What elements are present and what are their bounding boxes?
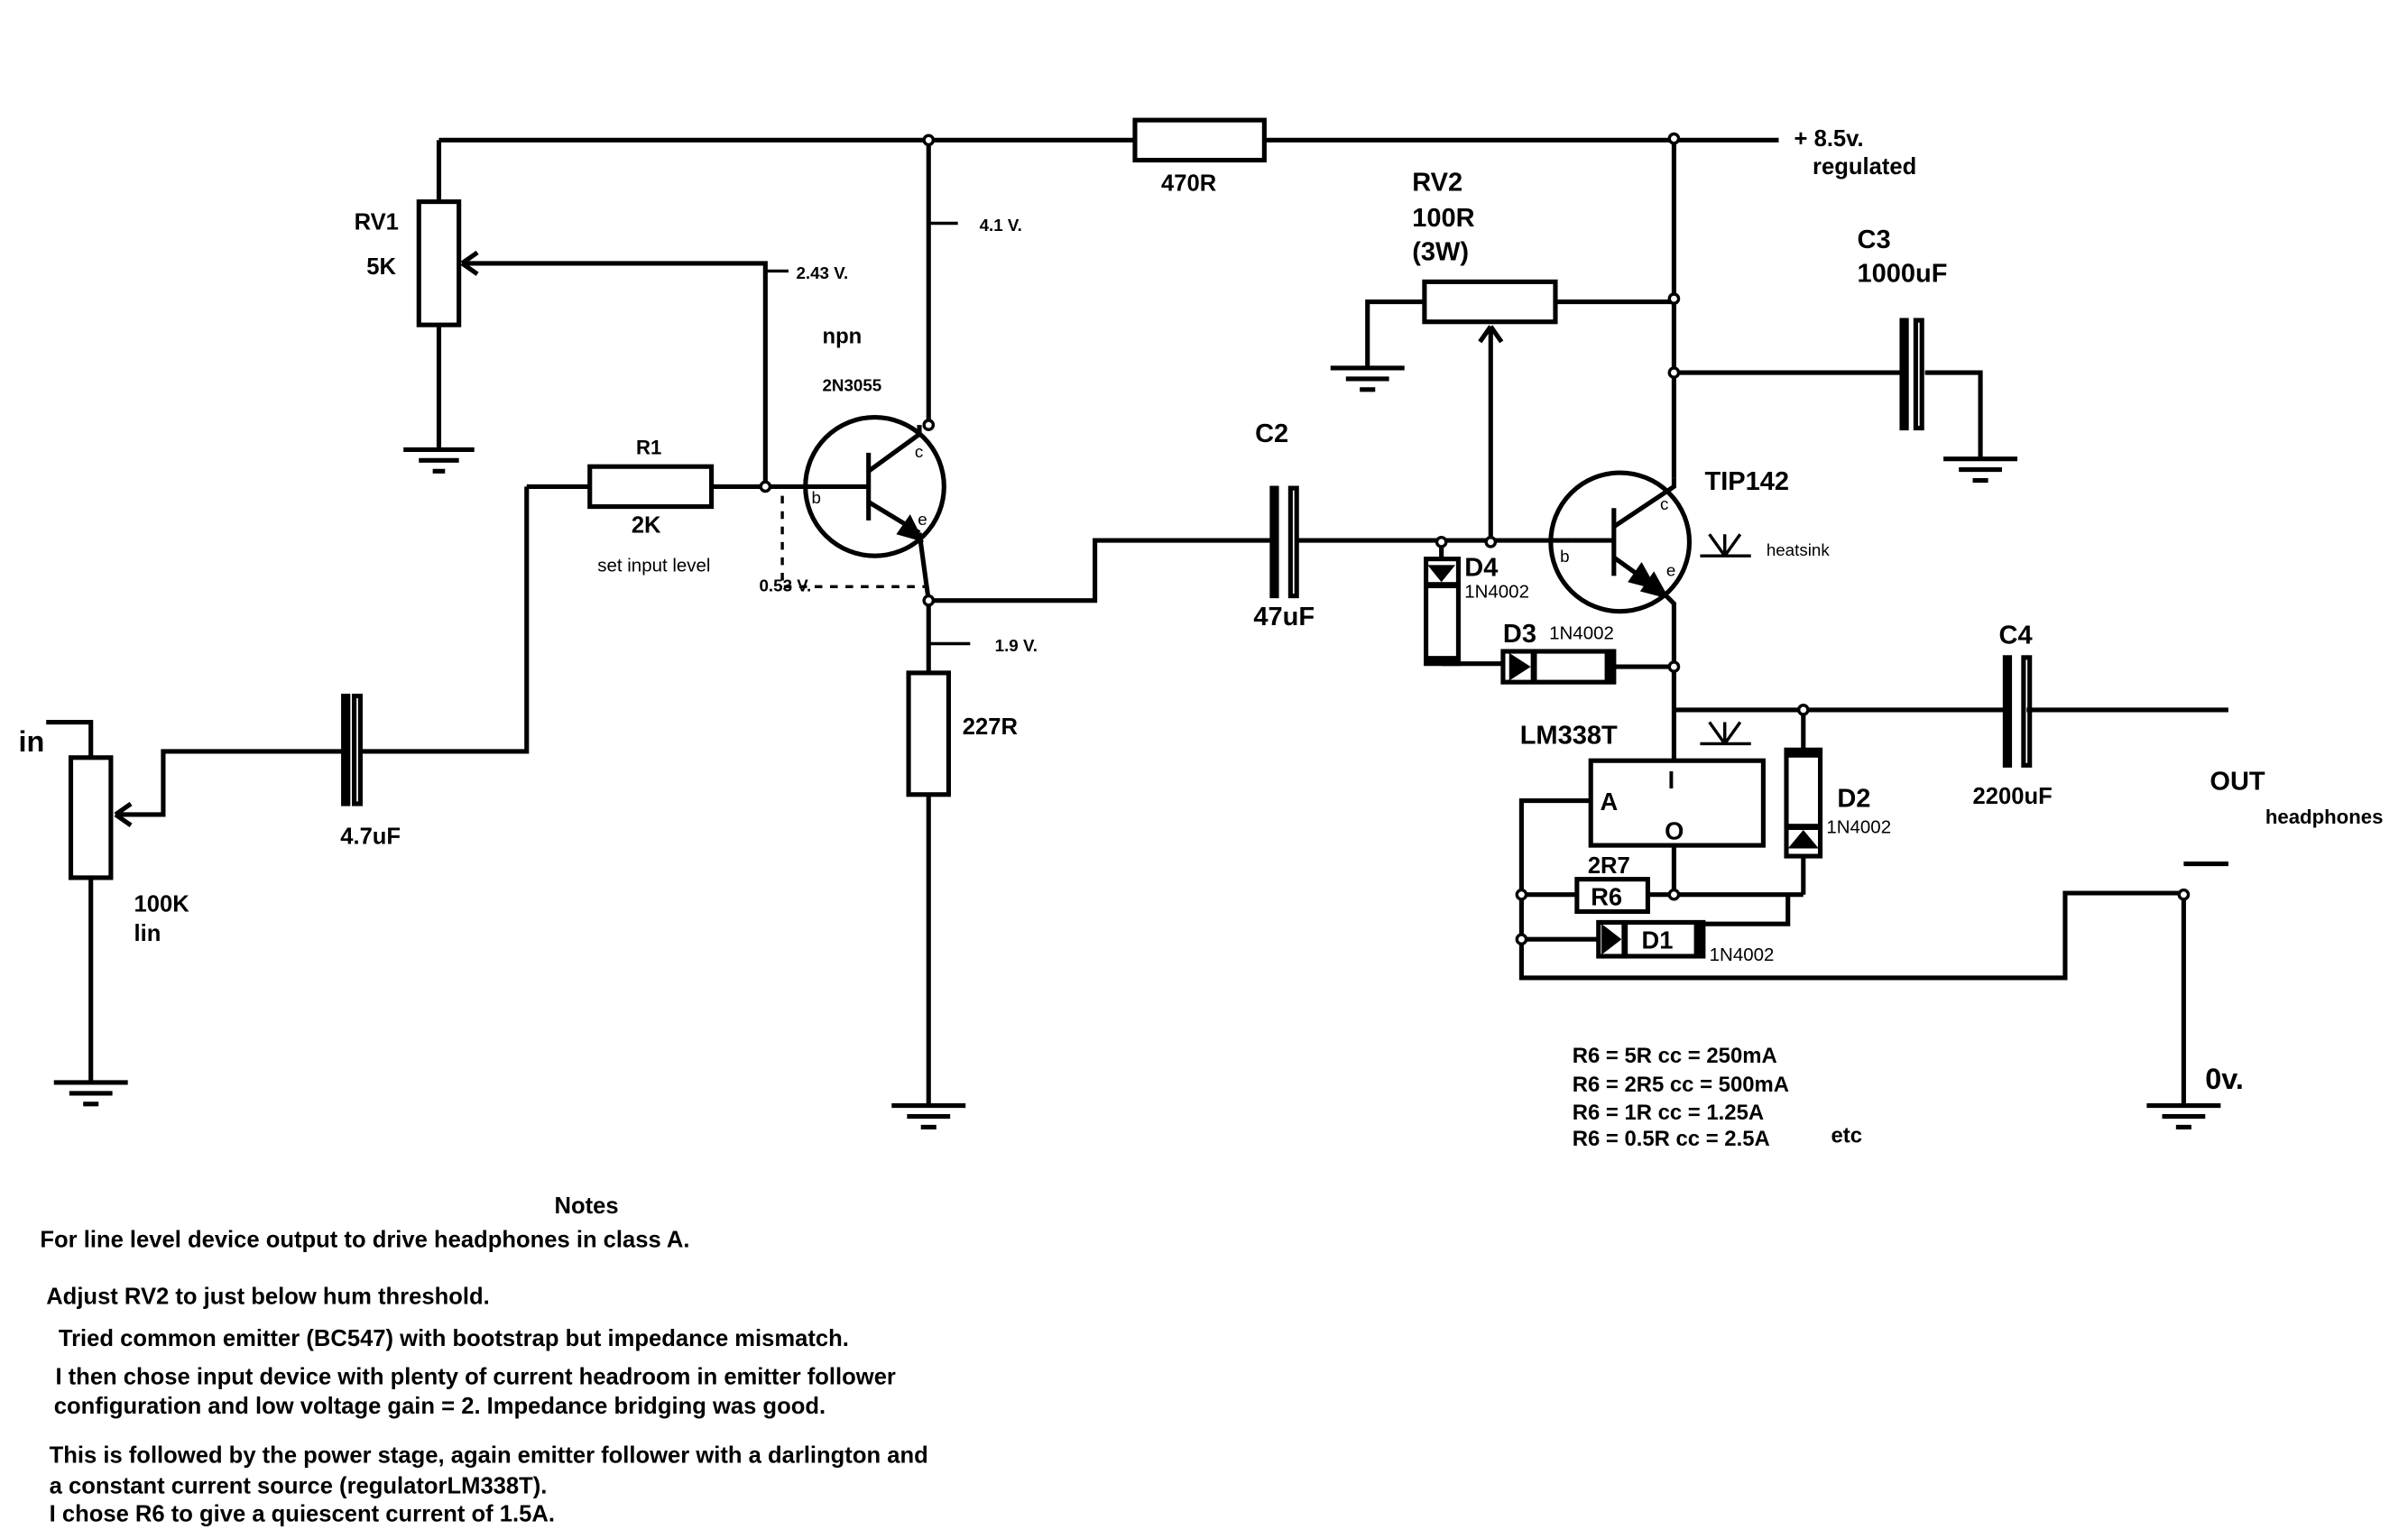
q1-type: npn: [822, 325, 862, 349]
rv1-value: 5K: [366, 254, 396, 280]
resistor-r1: R1 2K set input level: [587, 437, 715, 576]
capacitor-input: 4.7uF: [340, 693, 401, 849]
r1-note: set input level: [597, 555, 710, 576]
rv2-value: 100R: [1412, 204, 1474, 233]
notes-line: Adjust RV2 to just below hum threshold.: [46, 1285, 490, 1310]
transistor-2n3055: b c e npn 2N3055: [803, 325, 946, 558]
resistor-470r: 470R: [1132, 117, 1267, 197]
output-label: OUT: [2210, 768, 2265, 797]
c4-label: C4: [1999, 621, 2033, 650]
junction-nodes: [759, 132, 2191, 946]
notes-line: Tried common emitter (BC547) with bootst…: [59, 1326, 849, 1351]
potentiometer-input: in 100K lin: [18, 725, 189, 946]
r6-current-table: R6 = 5R cc = 250mA R6 = 2R5 cc = 500mA R…: [1573, 1044, 1862, 1151]
regulator-lm338t: LM338T I A O: [1520, 721, 1766, 848]
d4-label: D4: [1464, 553, 1498, 582]
r6-label: R6: [1591, 883, 1622, 911]
r6-table-row: R6 = 5R cc = 250mA: [1573, 1044, 1777, 1068]
capacitor-c2: C2 47uF: [1253, 419, 1315, 631]
diode-d1: D1 1N4002: [1596, 919, 1775, 965]
notes-line: I chose R6 to give a quiescent current o…: [50, 1501, 555, 1526]
diode-d4: D4 1N4002: [1424, 553, 1529, 667]
reg-pin-o: O: [1665, 816, 1684, 844]
resistor-r6: R6 2R7: [1574, 853, 1650, 915]
r6-table-row: R6 = 1R cc = 1.25A: [1573, 1101, 1764, 1125]
rv2-label: RV2: [1412, 169, 1462, 198]
voltage-0-53: 0.53 V.: [760, 576, 812, 594]
q1-pin-e: e: [918, 510, 927, 529]
d1-label: D1: [1642, 926, 1674, 954]
d1-part: 1N4002: [1710, 945, 1775, 965]
rv1-label: RV1: [355, 209, 399, 235]
c2-label: C2: [1255, 419, 1288, 448]
d2-label: D2: [1837, 784, 1870, 813]
reg-part: LM338T: [1520, 721, 1618, 750]
notes-line: configuration and low voltage gain = 2. …: [54, 1394, 826, 1419]
diode-d3: D3 1N4002: [1500, 620, 1617, 685]
d3-label: D3: [1503, 620, 1536, 649]
q1-pin-b: b: [812, 488, 821, 507]
reg-pin-i: I: [1668, 766, 1675, 794]
c2-value: 47uF: [1253, 603, 1315, 631]
q2-pin-b: b: [1560, 547, 1569, 566]
supply-note: regulated: [1813, 154, 1916, 180]
d4-part: 1N4002: [1464, 581, 1529, 602]
notes-line: For line level device output to drive he…: [40, 1228, 689, 1253]
notes-line: This is followed by the power stage, aga…: [50, 1443, 928, 1469]
potentiometer-rv1: RV1 5K: [355, 199, 479, 327]
voltage-2-43: 2.43 V.: [796, 263, 848, 282]
transistor-tip142: b c e TIP142 heatsink: [1548, 467, 1831, 614]
notes-title: Notes: [554, 1193, 618, 1219]
q2-part: TIP142: [1705, 467, 1790, 496]
ground-label: 0v.: [2205, 1063, 2244, 1095]
q2-pin-c: c: [1660, 494, 1668, 513]
reg-pin-a: A: [1600, 788, 1618, 816]
q1-part: 2N3055: [822, 376, 881, 395]
r1-label: R1: [636, 437, 661, 459]
voltage-1-9: 1.9 V.: [995, 636, 1038, 655]
d3-part: 1N4002: [1549, 622, 1614, 643]
r6-table-row: R6 = 0.5R cc = 2.5A: [1573, 1127, 1770, 1151]
d2-part: 1N4002: [1826, 816, 1891, 837]
notes-line: a constant current source (regulatorLM33…: [50, 1474, 548, 1499]
capacitor-c4: C4 2200uF: [1973, 621, 2053, 809]
q1-pin-c: c: [915, 442, 923, 461]
diode-d2: D2 1N4002: [1784, 747, 1891, 859]
notes-line: I then chose input device with plenty of…: [55, 1365, 895, 1390]
r6-table-etc: etc: [1831, 1124, 1863, 1148]
resistor-470r-label: 470R: [1161, 171, 1216, 197]
ground-symbols: [53, 365, 2221, 1130]
c3-value: 1000uF: [1858, 259, 1948, 288]
notes: Notes For line level device output to dr…: [40, 1193, 927, 1526]
potentiometer-rv2: RV2 100R (3W): [1412, 169, 1558, 344]
input-cap-value: 4.7uF: [340, 824, 401, 849]
output-note: headphones: [2265, 806, 2384, 828]
rv2-power: (3W): [1412, 237, 1469, 266]
input-label: in: [18, 725, 44, 758]
r6-table-row: R6 = 2R5 cc = 500mA: [1573, 1073, 1789, 1097]
input-pot-taper: lin: [134, 921, 161, 946]
voltage-4-1: 4.1 V.: [980, 216, 1022, 235]
resistor-227r: 227R: [906, 670, 1018, 797]
supply-voltage: + 8.5v.: [1794, 126, 1864, 152]
input-pot-value: 100K: [134, 891, 190, 917]
c3-label: C3: [1858, 226, 1891, 254]
capacitor-c3: C3 1000uF: [1858, 226, 1948, 431]
c4-value: 2200uF: [1973, 784, 2053, 809]
r6-value: 2R7: [1588, 853, 1630, 879]
heatsink-label: heatsink: [1767, 540, 1831, 559]
r1-value: 2K: [632, 513, 661, 539]
resistor-227r-label: 227R: [963, 714, 1018, 740]
q2-pin-e: e: [1666, 560, 1675, 579]
